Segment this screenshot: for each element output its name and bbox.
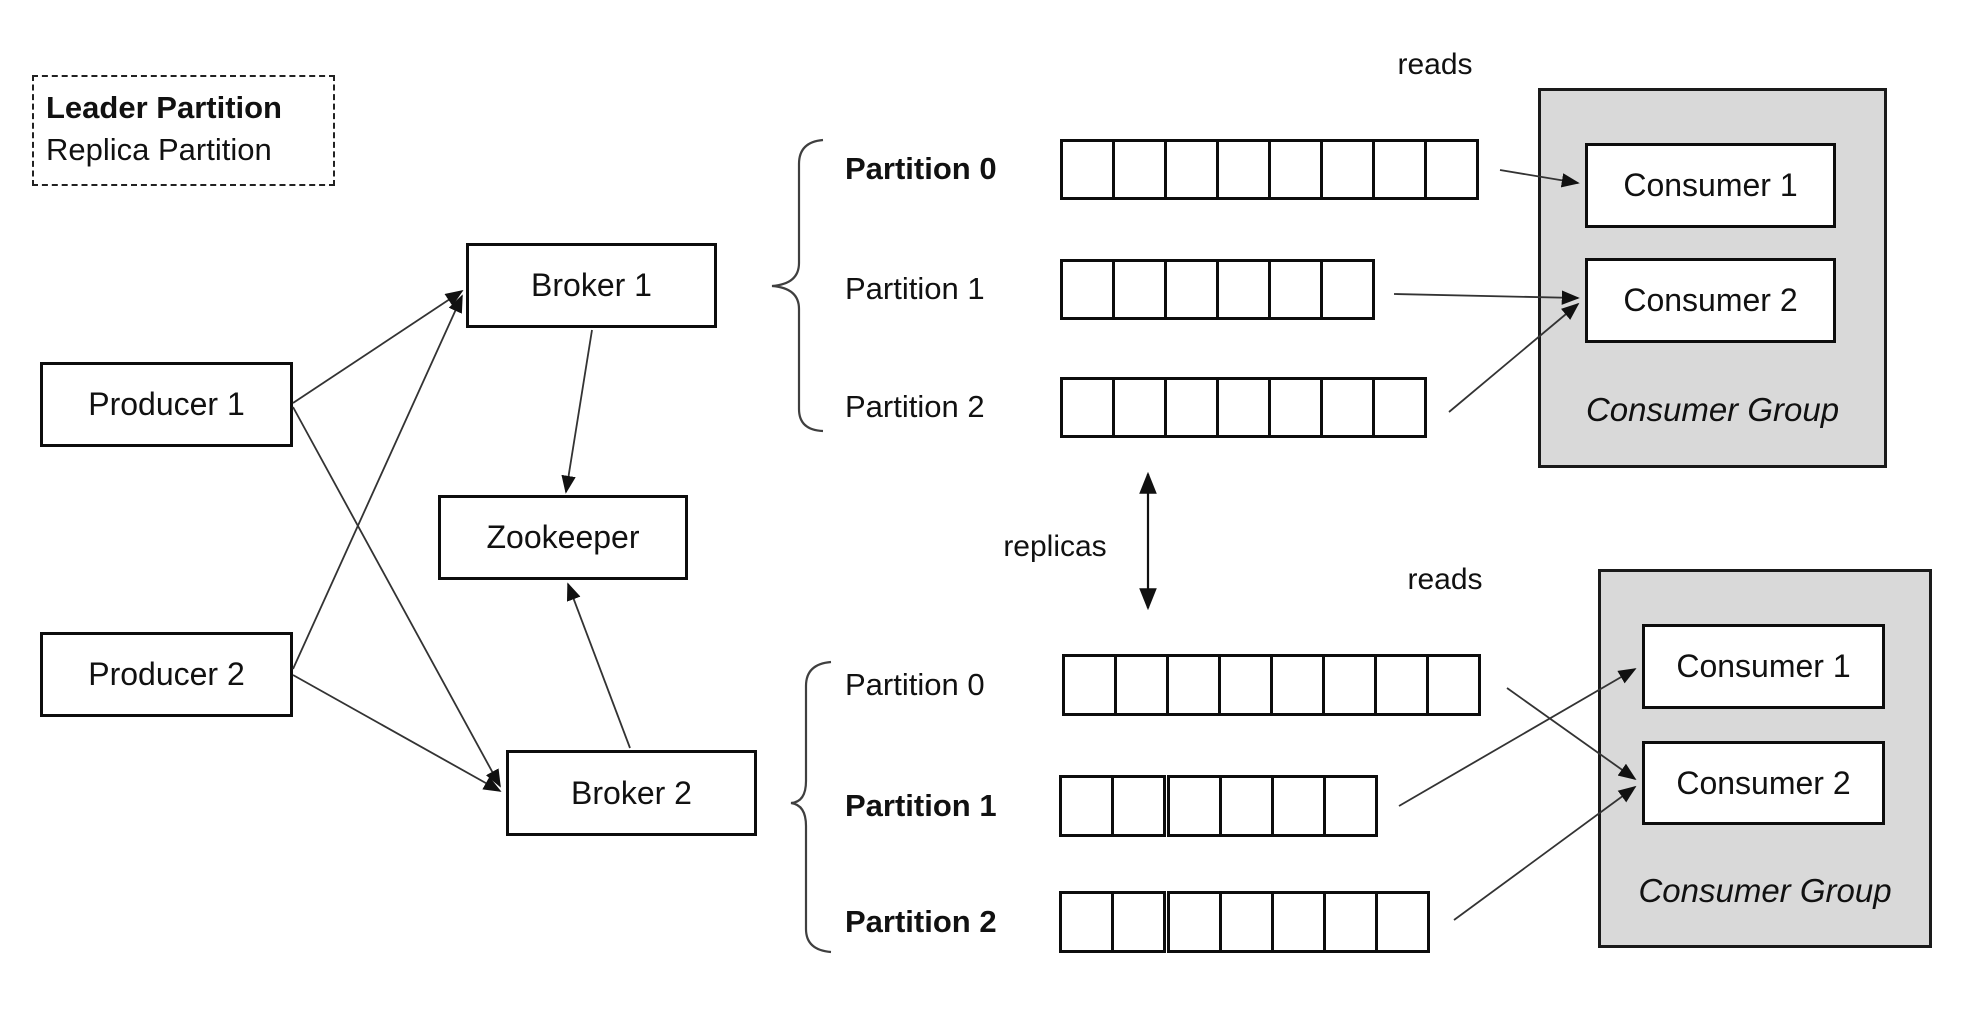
cg2-title: Consumer Group	[1638, 872, 1892, 909]
reads-label-bottom: reads	[1407, 563, 1483, 596]
log-cell	[1374, 654, 1429, 716]
log-cell	[1219, 891, 1274, 953]
log-cell	[1167, 891, 1222, 953]
log-segment	[1167, 891, 1430, 953]
log-cell	[1164, 259, 1219, 320]
log-cell	[1424, 139, 1479, 200]
log-cell	[1060, 377, 1115, 438]
log-cell	[1060, 139, 1115, 200]
log-cell	[1320, 377, 1375, 438]
replicas-label: replicas	[1003, 530, 1107, 563]
producer-1-node: Producer 1	[40, 362, 293, 447]
arrow-broker1-zookeeper	[561, 329, 593, 494]
top-partition-1-log	[1060, 259, 1375, 320]
log-cell	[1323, 775, 1378, 837]
log-cell	[1218, 654, 1273, 716]
log-cell	[1112, 139, 1167, 200]
log-cell	[1322, 654, 1377, 716]
brace-bottom-partitions	[790, 660, 832, 954]
top-partition-0-log	[1060, 139, 1479, 200]
log-cell	[1167, 775, 1222, 837]
arrow-producer1-broker2	[292, 406, 501, 788]
log-segment	[1167, 775, 1378, 837]
log-cell	[1323, 891, 1378, 953]
broker-1-node: Broker 1	[466, 243, 717, 328]
log-cell	[1111, 775, 1166, 837]
log-cell	[1270, 654, 1325, 716]
cg1-consumer-1-node: Consumer 1	[1585, 143, 1836, 228]
log-cell	[1060, 259, 1115, 320]
brace-top-partitions	[771, 138, 824, 433]
arrow-producer2-broker2	[292, 674, 502, 792]
log-cell	[1059, 891, 1114, 953]
consumer-group-2-box: Consumer 1 Consumer 2 Consumer Group	[1598, 569, 1932, 948]
log-segment	[1060, 377, 1427, 438]
log-cell	[1166, 654, 1221, 716]
log-segment	[1059, 891, 1166, 953]
log-cell	[1372, 139, 1427, 200]
log-cell	[1114, 654, 1169, 716]
top-partition-2-label: Partition 2	[845, 389, 985, 424]
log-cell	[1271, 891, 1326, 953]
broker-2-node: Broker 2	[506, 750, 757, 836]
log-segment	[1059, 775, 1166, 837]
top-partition-0-label: Partition 0	[845, 151, 997, 186]
log-segment	[1060, 259, 1375, 320]
log-segment	[1062, 654, 1481, 716]
log-cell	[1059, 775, 1114, 837]
top-partition-2-log	[1060, 377, 1427, 438]
bottom-partition-1-log	[1059, 775, 1378, 837]
bottom-partition-0-label: Partition 0	[845, 667, 985, 702]
log-cell	[1372, 377, 1427, 438]
cg1-consumer-2-node: Consumer 2	[1585, 258, 1836, 343]
log-cell	[1216, 377, 1271, 438]
log-cell	[1164, 139, 1219, 200]
log-cell	[1268, 139, 1323, 200]
log-cell	[1320, 259, 1375, 320]
bottom-partition-1-label: Partition 1	[845, 788, 997, 823]
log-cell	[1268, 259, 1323, 320]
log-cell	[1112, 377, 1167, 438]
arrow-producer2-broker1	[292, 294, 463, 670]
log-cell	[1320, 139, 1375, 200]
reads-label-top: reads	[1397, 48, 1473, 81]
log-cell	[1111, 891, 1166, 953]
log-cell	[1216, 259, 1271, 320]
log-cell	[1062, 654, 1117, 716]
log-cell	[1112, 259, 1167, 320]
log-cell	[1164, 377, 1219, 438]
top-partition-1-label: Partition 1	[845, 271, 985, 306]
bottom-partition-0-log	[1062, 654, 1481, 716]
log-cell	[1375, 891, 1430, 953]
legend-replica-partition: Replica Partition	[46, 132, 272, 167]
log-cell	[1219, 775, 1274, 837]
log-cell	[1426, 654, 1481, 716]
arrow-producer1-broker1	[292, 290, 464, 404]
producer-2-node: Producer 2	[40, 632, 293, 717]
consumer-group-1-box: Consumer 1 Consumer 2 Consumer Group	[1538, 88, 1887, 468]
arrow-broker2-zookeeper	[566, 582, 631, 749]
log-cell	[1268, 377, 1323, 438]
log-segment	[1060, 139, 1479, 200]
cg2-consumer-2-node: Consumer 2	[1642, 741, 1885, 825]
bottom-partition-2-label: Partition 2	[845, 904, 997, 939]
log-cell	[1216, 139, 1271, 200]
legend-box: Leader Partition Replica Partition	[32, 75, 335, 186]
bottom-partition-2-log	[1059, 891, 1430, 953]
log-cell	[1271, 775, 1326, 837]
zookeeper-node: Zookeeper	[438, 495, 688, 580]
legend-leader-partition: Leader Partition	[46, 90, 282, 125]
cg2-consumer-1-node: Consumer 1	[1642, 624, 1885, 709]
cg1-title: Consumer Group	[1585, 391, 1840, 428]
